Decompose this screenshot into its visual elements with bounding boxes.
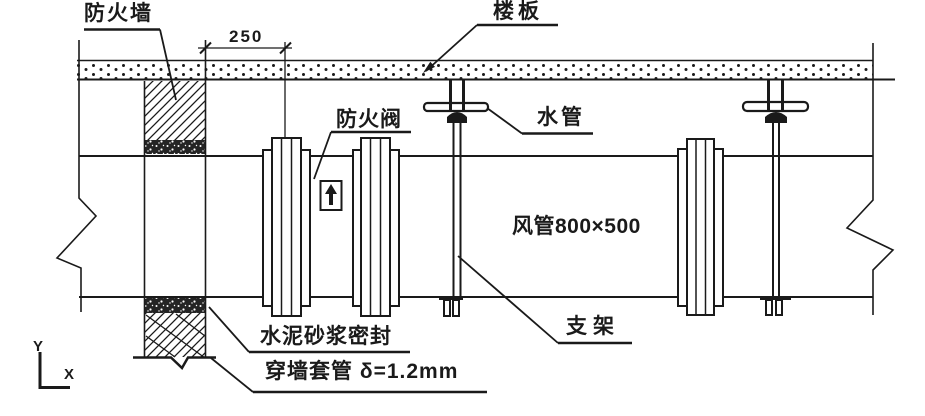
floor-slab: [77, 59, 895, 81]
break-line-left: [55, 40, 98, 312]
pipe-clamp-1: [447, 112, 467, 123]
label-water-pipe: 水管: [537, 106, 585, 129]
fire-damper-arrow-icon: [319, 180, 343, 211]
pipe-clamp-2: [765, 112, 787, 123]
flange-joint-3: [677, 138, 724, 316]
air-duct: [55, 40, 895, 315]
label-axis-x: X: [64, 366, 75, 383]
flange-joint-1: [262, 137, 311, 317]
label-dimension-250: 250: [229, 27, 264, 46]
label-mortar-seal: 水泥砂浆密封: [260, 325, 392, 348]
leader-wall-sleeve: [210, 357, 487, 394]
label-firewall: 防火墙: [84, 2, 153, 25]
support-foot-2: [760, 296, 791, 300]
break-line-right: [845, 43, 895, 315]
leader-fire-damper: [313, 130, 411, 180]
leader-floor-slab: [423, 23, 558, 73]
water-pipe-2: [741, 100, 810, 113]
flange-joint-2: [352, 137, 400, 317]
mortar-seal-top: [145, 140, 205, 154]
leader-water-pipe: [486, 107, 593, 135]
leader-arrowhead: [423, 61, 435, 73]
firewall-wall: [133, 40, 216, 371]
label-wall-sleeve: 穿墙套管 δ=1.2mm: [265, 360, 459, 383]
leader-support: [457, 255, 632, 345]
label-floor-slab: 楼板: [493, 0, 543, 23]
mortar-seal-bottom: [145, 298, 205, 313]
hanger-assembly-2: [741, 79, 810, 316]
water-pipe-1: [422, 101, 490, 113]
leader-firewall: [84, 28, 177, 101]
dimension-250: [198, 41, 292, 137]
label-support: 支架: [566, 315, 620, 338]
axis-indicator-icon: [38, 352, 70, 389]
hanger-assembly-1: [422, 79, 490, 317]
label-duct-size: 风管800×500: [512, 215, 641, 238]
support-foot-1: [439, 296, 463, 300]
label-fire-damper: 防火阀: [336, 108, 402, 131]
label-axis-y: Y: [33, 338, 44, 355]
leader-mortar-seal: [208, 306, 410, 354]
wall-base-line: [133, 356, 216, 371]
